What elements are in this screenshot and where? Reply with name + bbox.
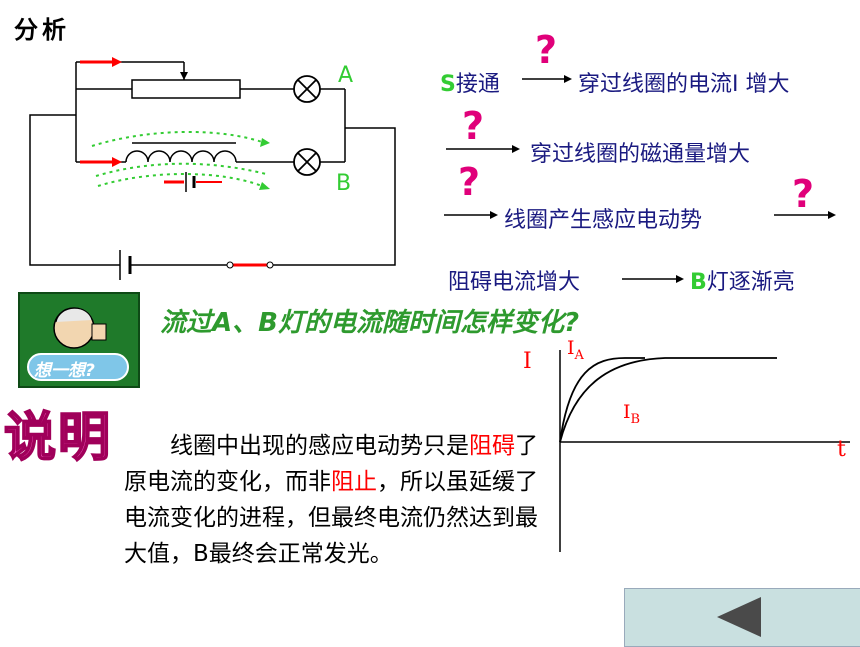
lamp-b <box>293 148 321 176</box>
switch-letter: S <box>440 72 456 97</box>
arrow-icon <box>774 211 836 219</box>
think-image: 想一想? <box>18 292 140 388</box>
question-mark-icon: ? <box>462 104 485 148</box>
rheostat-slider-icon <box>180 72 188 80</box>
explain-highlight-1: 阻碍 <box>469 433 515 459</box>
lamp-a <box>293 75 321 103</box>
arrow-icon <box>522 75 572 83</box>
rheostat <box>131 79 241 99</box>
arrow-icon <box>622 275 684 283</box>
chain-step-connect: S接通 <box>440 66 500 98</box>
curve-ib <box>559 357 645 443</box>
question-mark-icon: ? <box>535 28 558 72</box>
switch-s <box>226 261 274 269</box>
question-text: 流过A、B灯的电流随时间怎样变化? <box>160 308 580 338</box>
curve-ia <box>559 357 777 443</box>
current-arrow-icon <box>80 57 122 167</box>
flux-arrow-icon <box>259 182 270 190</box>
flux-arrow-icon <box>260 138 270 147</box>
chain-step-emf: 线圈产生感应电动势 <box>504 208 703 233</box>
connect-text: 接通 <box>455 72 500 97</box>
lamp-text: 灯逐渐亮 <box>706 270 795 295</box>
current-time-graph: I t IA IB <box>523 337 850 552</box>
chain-step-current: 穿过线圈的电流I 增大 <box>578 72 790 97</box>
chain-step-resist: 阻碍电流增大 <box>448 270 581 295</box>
graph-ib-label: IB <box>623 401 640 427</box>
magnetic-flux-lines <box>91 131 267 187</box>
graph-x-label: t <box>837 437 846 462</box>
arrow-icon <box>446 145 520 153</box>
back-triangle-icon <box>717 597 761 637</box>
arrow-icon <box>444 211 498 219</box>
think-label: 想一想? <box>34 361 95 381</box>
explain-part-1: 线圈中出现的感应电动势只是 <box>170 433 469 459</box>
question-mark-icon: ? <box>792 172 815 216</box>
explain-paragraph: 线圈中出现的感应电动势只是阻碍了原电流的变化，而非阻止，所以虽延缓了电流变化的进… <box>124 428 556 572</box>
graph-y-label: I <box>523 349 532 374</box>
lamp-b-label: B <box>336 171 351 196</box>
back-button[interactable] <box>624 588 860 647</box>
chain-step-lamp: B灯逐渐亮 <box>690 264 795 296</box>
explain-part-2: 了原电流的变化，而非 <box>124 433 538 495</box>
section-title: 分析 <box>14 16 70 44</box>
lamp-a-label: A <box>338 63 353 88</box>
explain-highlight-2: 阻止 <box>331 469 377 495</box>
main-battery <box>119 250 132 280</box>
graph-ia-label: IA <box>567 337 585 363</box>
explain-part-3: ，所以虽延缓了电流变化的进程，但最终电流仍然达到最大值，B最终会正常发光。 <box>124 469 538 567</box>
question-mark-icon: ? <box>458 160 481 204</box>
explain-title: 说明 <box>3 407 113 469</box>
lamp-letter: B <box>690 270 707 295</box>
circuit-diagram: A B <box>29 57 396 280</box>
chain-step-flux: 穿过线圈的磁通量增大 <box>530 142 751 167</box>
inductor-coil <box>125 150 237 163</box>
